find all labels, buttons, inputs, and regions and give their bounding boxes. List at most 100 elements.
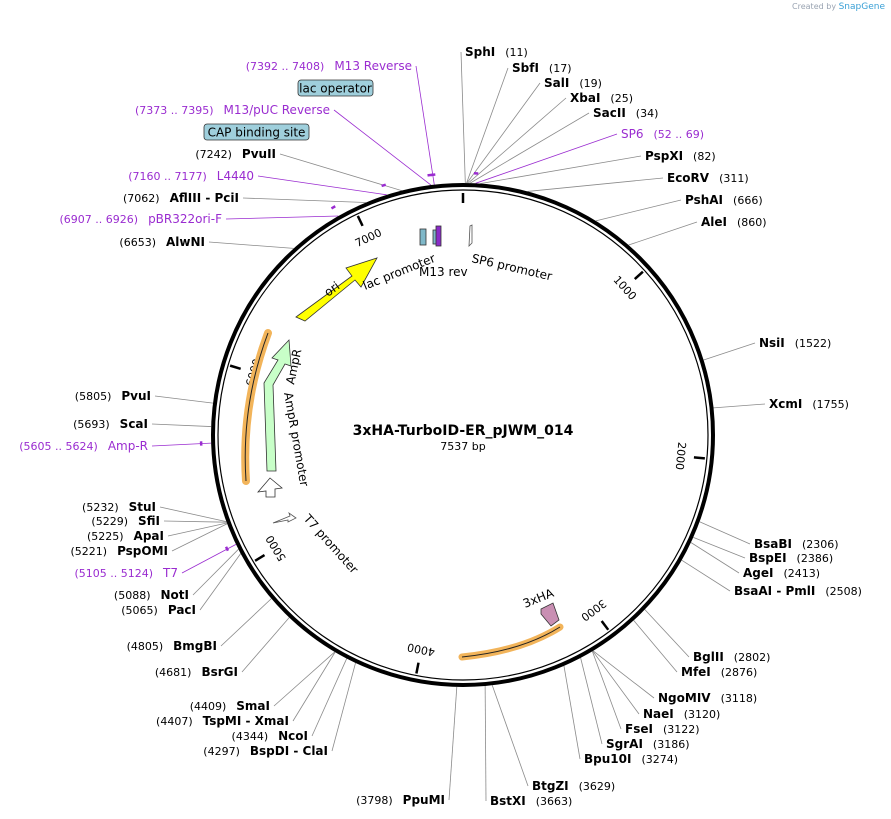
noti-leader-line [192,549,239,596]
enzyme-site-ecorv[interactable]: EcoRV(311) [667,171,749,185]
pspxi-position: (82) [693,150,716,163]
enzyme-site-bglii[interactable]: BglII(2802) [693,650,770,664]
stui-leader-line [159,506,227,522]
pspomi-position: (5221) [70,545,107,558]
enzyme-site-scai[interactable]: ScaI(5693) [73,417,148,431]
enzyme-site-naei[interactable]: NaeI(3120) [643,707,720,721]
enzyme-site-bmgbi[interactable]: BmgBI(4805) [127,639,217,653]
ha-tag-arrow[interactable] [540,602,560,627]
primer-site-pbr322ori-f[interactable]: pBR322ori-F(6907 .. 6926) [60,212,223,226]
enzyme-site-tspmi-xmai[interactable]: TspMI - XmaI(4407) [156,714,289,728]
paci-position: (5065) [121,604,158,617]
ampr-highlight-arrow [244,332,269,482]
agei-leader-line [690,542,740,574]
enzyme-site-stui[interactable]: StuI(5232) [82,500,156,514]
enzyme-site-bsaai-pmli[interactable]: BsaAI - PmlI(2508) [734,584,862,598]
alwni-name: AlwNI [166,235,205,249]
bsaai-pmli-position: (2508) [825,585,862,598]
scale-tick-label: 3000 [578,597,608,624]
smai-position: (4409) [190,700,227,713]
bspei-leader-line [693,536,746,559]
nsii-leader-line [703,342,756,361]
pvuii-leader-line [279,153,402,191]
cap-binding-site-label: CAP binding site [208,126,306,140]
enzyme-site-alei[interactable]: AleI(860) [701,215,767,229]
enzyme-site-sgrai[interactable]: SgrAI(3186) [606,737,689,751]
cap-binding-site-box[interactable] [203,123,310,141]
feature-label-ampr-promoter: AmpR promoter [281,391,311,487]
primer-site-m13-puc-reverse[interactable]: M13/pUC Reverse(7373 .. 7395) [135,103,330,117]
alei-leader-line [628,221,698,246]
enzyme-site-nsii[interactable]: NsiI(1522) [759,336,831,350]
bmgbi-leader-line [220,598,272,647]
scai-position: (5693) [73,418,110,431]
enzyme-site-bspei[interactable]: BspEI(2386) [749,551,833,565]
ecorv-name: EcoRV [667,171,710,185]
enzyme-site-ngomiv[interactable]: NgoMIV(3118) [658,691,757,705]
enzyme-site-sphi[interactable]: SphI(11) [465,45,528,59]
enzyme-site-alwni[interactable]: AlwNI(6653) [119,235,205,249]
fsei-position: (3122) [663,723,700,736]
enzyme-site-sbfi[interactable]: SbfI(17) [512,61,572,75]
enzyme-site-pspomi[interactable]: PspOMI(5221) [70,544,168,558]
enzyme-site-pshai[interactable]: PshAI(666) [685,193,763,207]
lac-operator-box[interactable] [297,79,374,97]
ngomiv-name: NgoMIV [658,691,711,705]
bspdi-clai-position: (4297) [203,745,240,758]
primer-site-sp6[interactable]: SP6(52 .. 69) [621,127,704,141]
enzyme-site-paci[interactable]: PacI(5065) [121,603,196,617]
sphi-leader-line [460,51,466,184]
ncoi-leader-line [311,658,348,737]
primer-site-t7[interactable]: T7(5105 .. 5124) [74,566,178,580]
sbfi-position: (17) [549,62,572,75]
stui-name: StuI [129,500,156,514]
m13-puc-reverse-name: M13/pUC Reverse [224,103,331,117]
sp6-leader-line [475,133,618,184]
l4440-position: (7160 .. 7177) [128,170,207,183]
enzyme-site-smai[interactable]: SmaI(4409) [190,699,270,713]
enzyme-site-pvui[interactable]: PvuI(5805) [75,389,151,403]
enzyme-site-btgzi[interactable]: BtgZI(3629) [532,779,615,793]
scale-tick [633,270,644,280]
bspei-name: BspEI [749,551,787,565]
enzyme-site-sfii[interactable]: SfiI(5229) [91,514,160,528]
feature-label-sp6-promoter: SP6 promoter [470,251,553,283]
apai-position: (5225) [87,530,124,543]
enzyme-site-bspdi-clai[interactable]: BspDI - ClaI(4297) [203,744,328,758]
enzyme-site-afliii-pcii[interactable]: AflIII - PciI(7062) [123,191,239,205]
enzyme-site-sali[interactable]: SalI(19) [544,76,602,90]
enzyme-site-mfei[interactable]: MfeI(2876) [681,665,757,679]
enzyme-site-xbai[interactable]: XbaI(25) [570,91,633,105]
enzyme-site-ncoi[interactable]: NcoI(4344) [232,729,308,743]
t7-promoter-arrow[interactable] [272,511,297,524]
enzyme-site-fsei[interactable]: FseI(3122) [625,722,700,736]
enzyme-site-bpu10i[interactable]: Bpu10I(3274) [584,752,678,766]
enzyme-site-pspxi[interactable]: PspXI(82) [645,149,716,163]
sacii-name: SacII [593,106,626,120]
l4440-binding-mark [381,183,387,188]
sp6-promoter-arrow[interactable] [468,224,473,248]
ampr-arrow[interactable] [263,339,292,472]
leader-lines [151,51,766,802]
primer-site-l4440[interactable]: L4440(7160 .. 7177) [128,169,254,183]
scale-tick [356,215,364,227]
enzyme-site-bstxi[interactable]: BstXI(3663) [490,794,572,808]
enzyme-site-pvuii[interactable]: PvuII(7242) [195,147,276,161]
primer-site-amp-r[interactable]: Amp-R(5605 .. 5624) [19,439,148,453]
sacii-position: (34) [636,107,659,120]
enzyme-site-agei[interactable]: AgeI(2413) [743,566,820,580]
enzyme-site-bsabi[interactable]: BsaBI(2306) [754,537,839,551]
enzyme-site-xcmi[interactable]: XcmI(1755) [769,397,849,411]
enzyme-site-sacii[interactable]: SacII (34) [593,106,658,120]
afliii-pcii-name: AflIII - PciI [170,191,239,205]
enzyme-site-noti[interactable]: NotI(5088) [114,588,189,602]
ori-arrow[interactable] [295,257,378,322]
pbr322ori-f-leader-line [225,215,339,220]
primer-site-m13-reverse[interactable]: M13 Reverse(7392 .. 7408) [246,59,412,73]
apai-leader-line [167,522,227,537]
enzyme-site-ppumi[interactable]: PpuMI(3798) [356,793,445,807]
ampr-promoter-arrow[interactable] [257,477,283,498]
enzyme-site-apai[interactable]: ApaI(5225) [87,529,164,543]
enzyme-site-bsrgi[interactable]: BsrGI(4681) [155,665,238,679]
scai-leader-line [151,423,212,427]
